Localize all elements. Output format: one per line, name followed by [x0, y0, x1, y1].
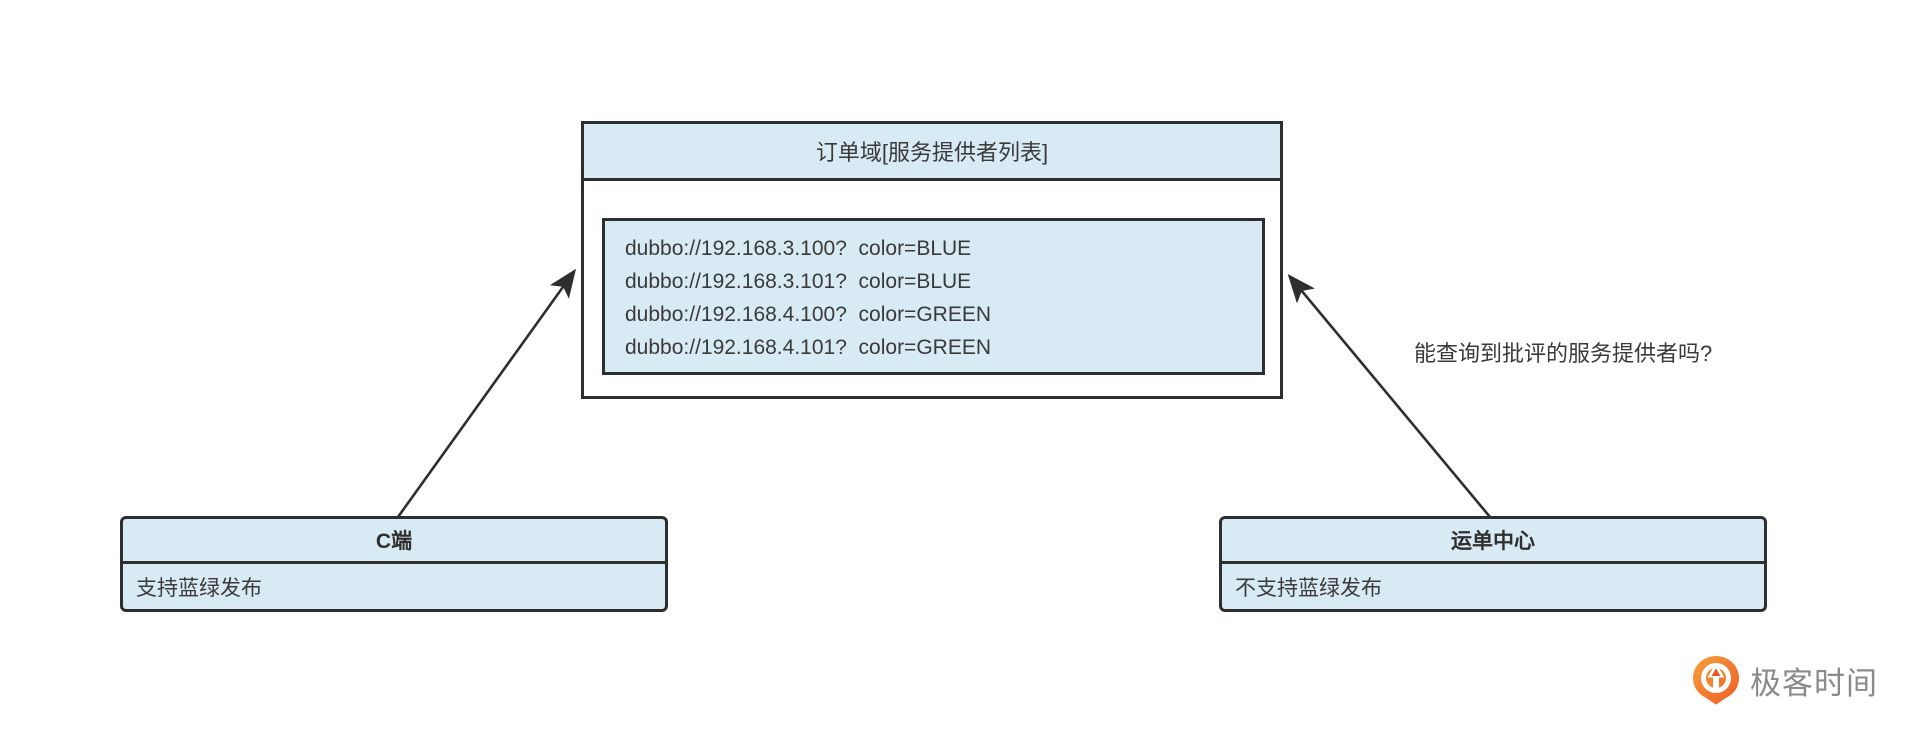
waybill-center-title: 运单中心 — [1222, 519, 1764, 564]
provider-url: dubbo://192.168.3.101? color=BLUE — [625, 270, 972, 293]
waybill-center-note: 不支持蓝绿发布 — [1235, 576, 1382, 600]
arrow-c-client-to-order-domain — [396, 268, 577, 518]
order-domain-title: 订单域[服务提供者列表] — [584, 124, 1280, 181]
geektime-logo-text: 极客时间 — [1750, 665, 1878, 701]
geektime-logo: 极客时间 — [1692, 655, 1878, 705]
provider-url: dubbo://192.168.4.100? color=GREEN — [625, 303, 992, 326]
provider-list: dubbo://192.168.3.100? color=BLUE dubbo:… — [602, 218, 1265, 375]
provider-url: dubbo://192.168.3.100? color=BLUE — [625, 237, 972, 260]
annotation-question: 能查询到批评的服务提供者吗? — [1414, 341, 1713, 366]
arrow-waybill-center-to-order-domain — [1287, 274, 1491, 518]
c-client-box: C端 支持蓝绿发布 — [120, 516, 668, 612]
order-domain-box: 订单域[服务提供者列表] dubbo://192.168.3.100? colo… — [581, 121, 1283, 399]
c-client-note: 支持蓝绿发布 — [136, 576, 262, 600]
c-client-title: C端 — [123, 519, 665, 564]
waybill-center-box: 运单中心 不支持蓝绿发布 — [1219, 516, 1767, 612]
geektime-pin-icon — [1693, 656, 1739, 705]
provider-url: dubbo://192.168.4.101? color=GREEN — [625, 336, 992, 359]
